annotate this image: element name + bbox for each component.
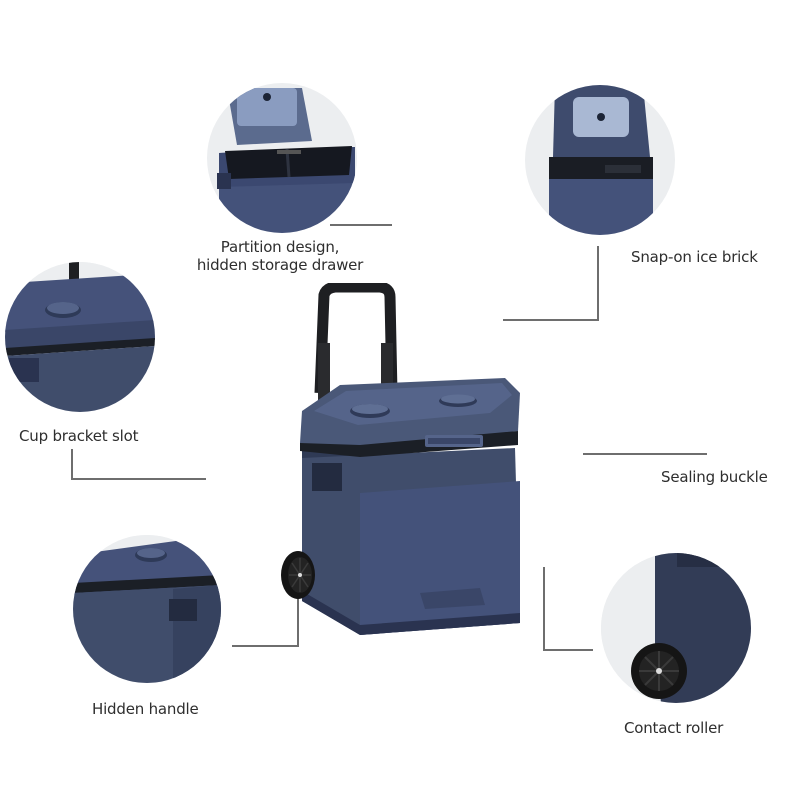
callout-line-buckle [583, 453, 707, 455]
callout-label-partition-line2: hidden storage drawer [196, 256, 364, 274]
callout-label-cup-slot: Cup bracket slot [19, 427, 139, 445]
callout-label-buckle: Sealing buckle [661, 468, 768, 486]
callout-line-ice-brick-h [503, 319, 599, 321]
callout-line-hidden-handle-h [232, 645, 299, 647]
open-cooler-partition-illustration [217, 88, 355, 233]
callout-line-roller-h [543, 649, 593, 651]
open-cooler-ice-brick-illustration [549, 85, 653, 235]
detail-circle-partition [207, 83, 357, 233]
callout-line-roller-v [543, 567, 545, 650]
cooler-lid-cup-slot-illustration [5, 262, 155, 412]
callout-label-ice-brick: Snap-on ice brick [631, 248, 758, 266]
callout-label-hidden-handle: Hidden handle [92, 700, 199, 718]
cooler-side-handle-illustration [73, 535, 221, 683]
callout-label-partition-line1: Partition design, [220, 238, 340, 256]
callout-line-hidden-handle-v [297, 592, 299, 646]
callout-label-roller: Contact roller [624, 719, 724, 737]
wheel-icon [281, 551, 315, 599]
detail-circle-roller [601, 553, 751, 703]
callout-line-cup-slot-v [71, 449, 73, 479]
callout-label-partition: Partition design, hidden storage drawer [180, 238, 380, 274]
callout-line-partition [330, 224, 392, 226]
detail-circle-cup-slot [5, 262, 155, 412]
detail-circle-ice-brick [525, 85, 675, 235]
detail-circle-hidden-handle [73, 535, 221, 683]
callout-line-ice-brick-v [597, 246, 599, 320]
callout-line-cup-slot-h [71, 478, 206, 480]
main-cooler-illustration [280, 283, 540, 663]
cooler-wheel-illustration [601, 553, 751, 703]
